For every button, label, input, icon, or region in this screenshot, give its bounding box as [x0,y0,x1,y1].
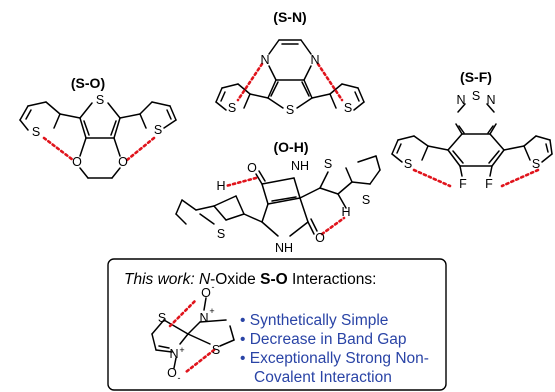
so-interaction-right [125,136,156,162]
sf-interaction-left [412,168,452,188]
oh-interaction-right [320,216,346,236]
charge-plus: + [209,306,214,316]
atom-f: F [459,177,467,191]
atom-o: O [315,231,325,245]
atom-s: S [404,157,412,171]
sn-interaction-left [236,62,264,102]
atom-o: O [118,155,128,169]
label-oh: (O-H) [274,139,309,155]
atom-s: S [532,157,540,171]
sn-molecule: (S-N) N N S [215,9,365,117]
atom-n-plus: N [169,347,178,361]
atom-n: N [456,93,465,107]
label-sf: (S-F) [460,69,492,85]
box-frame [107,258,447,391]
label-so: (S-O) [71,75,105,91]
atom-s: S [286,103,294,117]
n-oxide-bithiazole: S N + O - S N + O - [151,282,235,383]
atom-n: N [310,53,319,67]
bullet-3: • Exceptionally Strong Non- [240,350,429,367]
atom-n-plus: N [199,311,208,325]
no-interaction-bottom [184,348,216,374]
atom-o: O [247,161,257,175]
atom-o-minus: O [201,286,211,300]
atom-s: S [158,311,166,325]
box-header: This work: N-Oxide S-O Interactions: [124,271,376,288]
atom-s: S [362,193,370,207]
atom-s: S [154,123,162,137]
bullet-1: • Synthetically Simple [240,312,388,329]
atom-o-minus: O [167,366,177,380]
atom-s: S [228,101,236,115]
atom-s: S [96,93,104,107]
atom-h: H [341,205,350,219]
sf-interaction-right [500,168,540,188]
atom-nh: NH [291,159,309,173]
atom-s: S [217,227,225,241]
atom-n: N [260,53,269,67]
oh-molecule: (O-H) [175,139,381,255]
charge-plus: + [179,345,184,355]
bullet-2: • Decrease in Band Gap [240,331,407,348]
atom-s: S [324,157,332,171]
no-interaction-top [168,298,198,328]
atom-s: S [212,343,220,357]
atom-o: O [72,155,82,169]
so-molecule: (S-O) S S S O [19,75,177,179]
atom-hn: NH [275,241,293,255]
atom-s: S [32,125,40,139]
oh-interaction-left [224,176,258,188]
charge-minus: - [212,282,215,292]
so-interaction-left [42,136,75,162]
label-sn: (S-N) [273,9,306,25]
atom-f: F [485,177,493,191]
atom-s: S [344,101,352,115]
sn-interaction-right [316,62,344,102]
bullet-3-continued: Covalent Interaction [254,369,392,386]
atom-s: S [472,89,480,103]
sf-molecule: (S-F) [391,69,553,191]
charge-minus: - [178,373,181,383]
atom-h: H [216,179,225,193]
this-work-box: This work: N-Oxide S-O Interactions: S N… [107,258,447,391]
atom-n: N [486,93,495,107]
